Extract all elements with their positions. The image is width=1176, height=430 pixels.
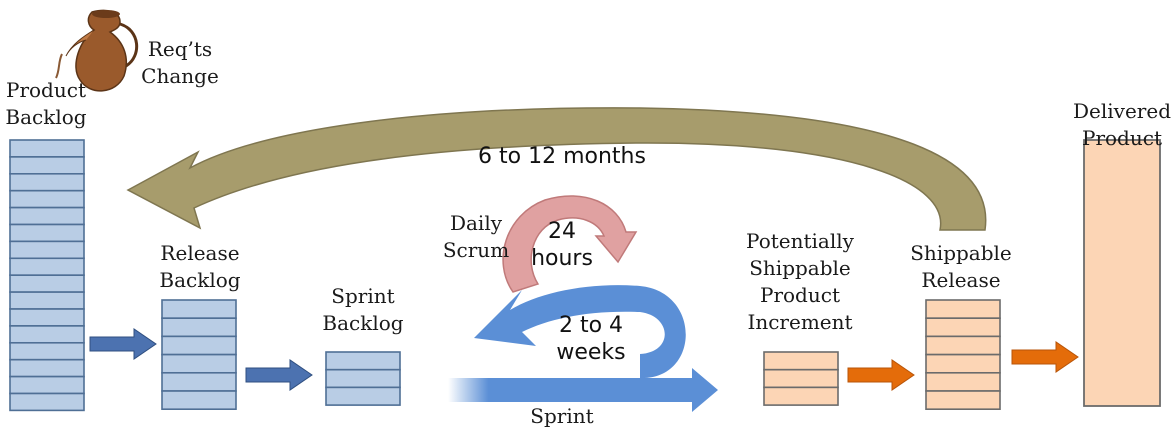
backlog-row	[161, 335, 237, 356]
release-to-delivered-arrow	[1011, 341, 1079, 373]
shippable-release-stack	[925, 299, 1001, 411]
backlog-row	[925, 371, 1001, 392]
backlog-row	[161, 371, 237, 392]
backlog-row	[925, 317, 1001, 338]
flow-arrows	[89, 328, 1079, 391]
backlog-row	[9, 392, 85, 412]
backlog-row	[9, 375, 85, 395]
backlog-row	[325, 386, 401, 406]
backlog-row	[9, 173, 85, 192]
backlog-row	[161, 353, 237, 374]
sprint-label: Sprint	[530, 404, 593, 428]
backlog-row	[9, 308, 85, 327]
backlog-row	[9, 341, 85, 361]
backlog-row	[9, 358, 85, 378]
backlog-row	[9, 325, 85, 344]
sprint-backlog-stack	[325, 351, 401, 406]
release-to-sprint-arrow	[245, 359, 313, 391]
backlog-stacks	[9, 139, 1001, 412]
sprint-loop	[474, 285, 686, 379]
months-label: 6 to 12 months	[478, 144, 646, 169]
backlog-row	[325, 368, 401, 389]
sprint-arrow	[448, 368, 718, 412]
backlog-row	[763, 368, 839, 389]
backlog-row	[9, 189, 85, 209]
pitcher-icon	[55, 9, 139, 92]
release-cycle-arrow	[126, 107, 987, 231]
increment-to-release-arrow	[847, 359, 915, 391]
backlog-to-release-arrow	[89, 328, 157, 360]
backlog-row	[925, 353, 1001, 374]
backlog-row	[9, 240, 85, 260]
product-boxes	[1083, 139, 1161, 407]
backlog-row	[925, 390, 1001, 411]
backlog-row	[9, 291, 85, 310]
backlog-row	[325, 351, 401, 371]
backlog-row	[161, 317, 237, 338]
backlog-row	[763, 351, 839, 371]
backlog-row	[9, 139, 85, 158]
daily-scrum-loop	[502, 195, 638, 293]
increment-stack	[763, 351, 839, 406]
backlog-row	[9, 156, 85, 175]
backlog-row	[9, 206, 85, 226]
product-backlog-stack	[9, 139, 85, 412]
backlog-row	[9, 257, 85, 276]
delivered-product-box	[1083, 139, 1161, 407]
backlog-row	[925, 335, 1001, 356]
backlog-row	[925, 299, 1001, 320]
backlog-row	[161, 299, 237, 320]
release-backlog-stack	[161, 299, 237, 411]
backlog-row	[9, 223, 85, 243]
backlog-row	[9, 274, 85, 293]
backlog-row	[763, 386, 839, 406]
backlog-row	[161, 390, 237, 411]
